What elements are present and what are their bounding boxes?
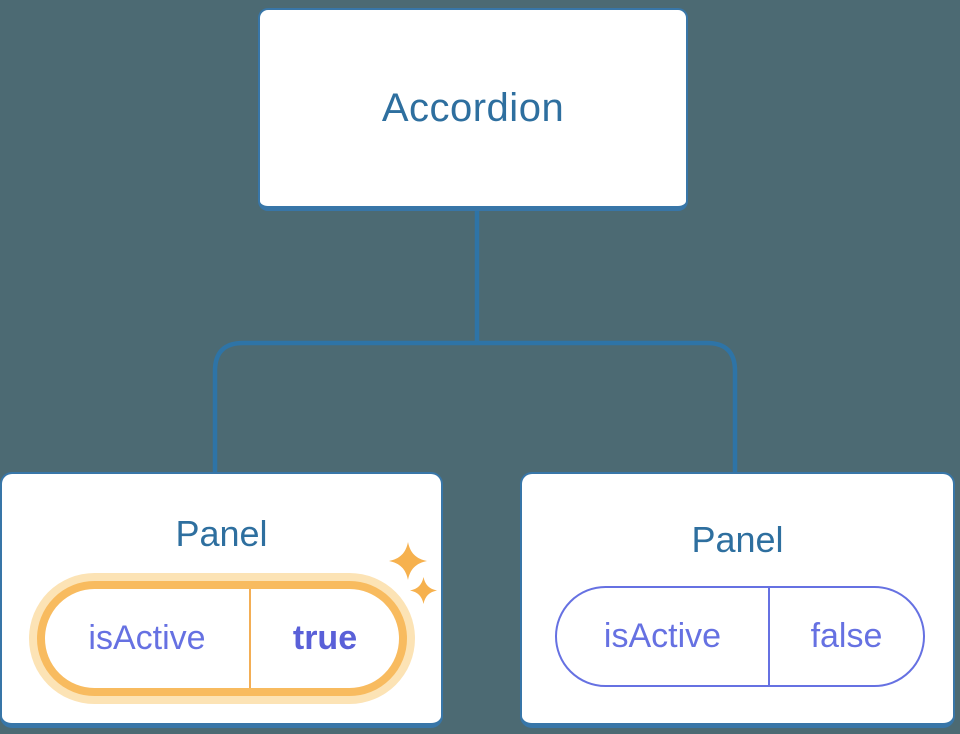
state-value-label: false xyxy=(810,617,883,655)
state-key-label: isActive xyxy=(45,589,251,688)
state-pill-active: isActive true xyxy=(37,581,407,696)
accordion-node: Accordion xyxy=(258,8,688,211)
sparkle-icon xyxy=(389,542,427,580)
sparkle-icon-small xyxy=(410,577,437,604)
state-pill-inactive: isActive false xyxy=(555,586,925,687)
panel-node-active: Panel isActive true xyxy=(0,472,443,728)
state-value-label: true xyxy=(292,619,358,657)
panel-node-inactive: Panel isActive false xyxy=(520,472,955,728)
connector-path xyxy=(212,203,738,472)
panel-title: Panel xyxy=(691,519,784,560)
panel-title: Panel xyxy=(175,513,268,554)
state-key-label: isActive xyxy=(557,588,770,685)
accordion-label: Accordion xyxy=(381,85,565,130)
